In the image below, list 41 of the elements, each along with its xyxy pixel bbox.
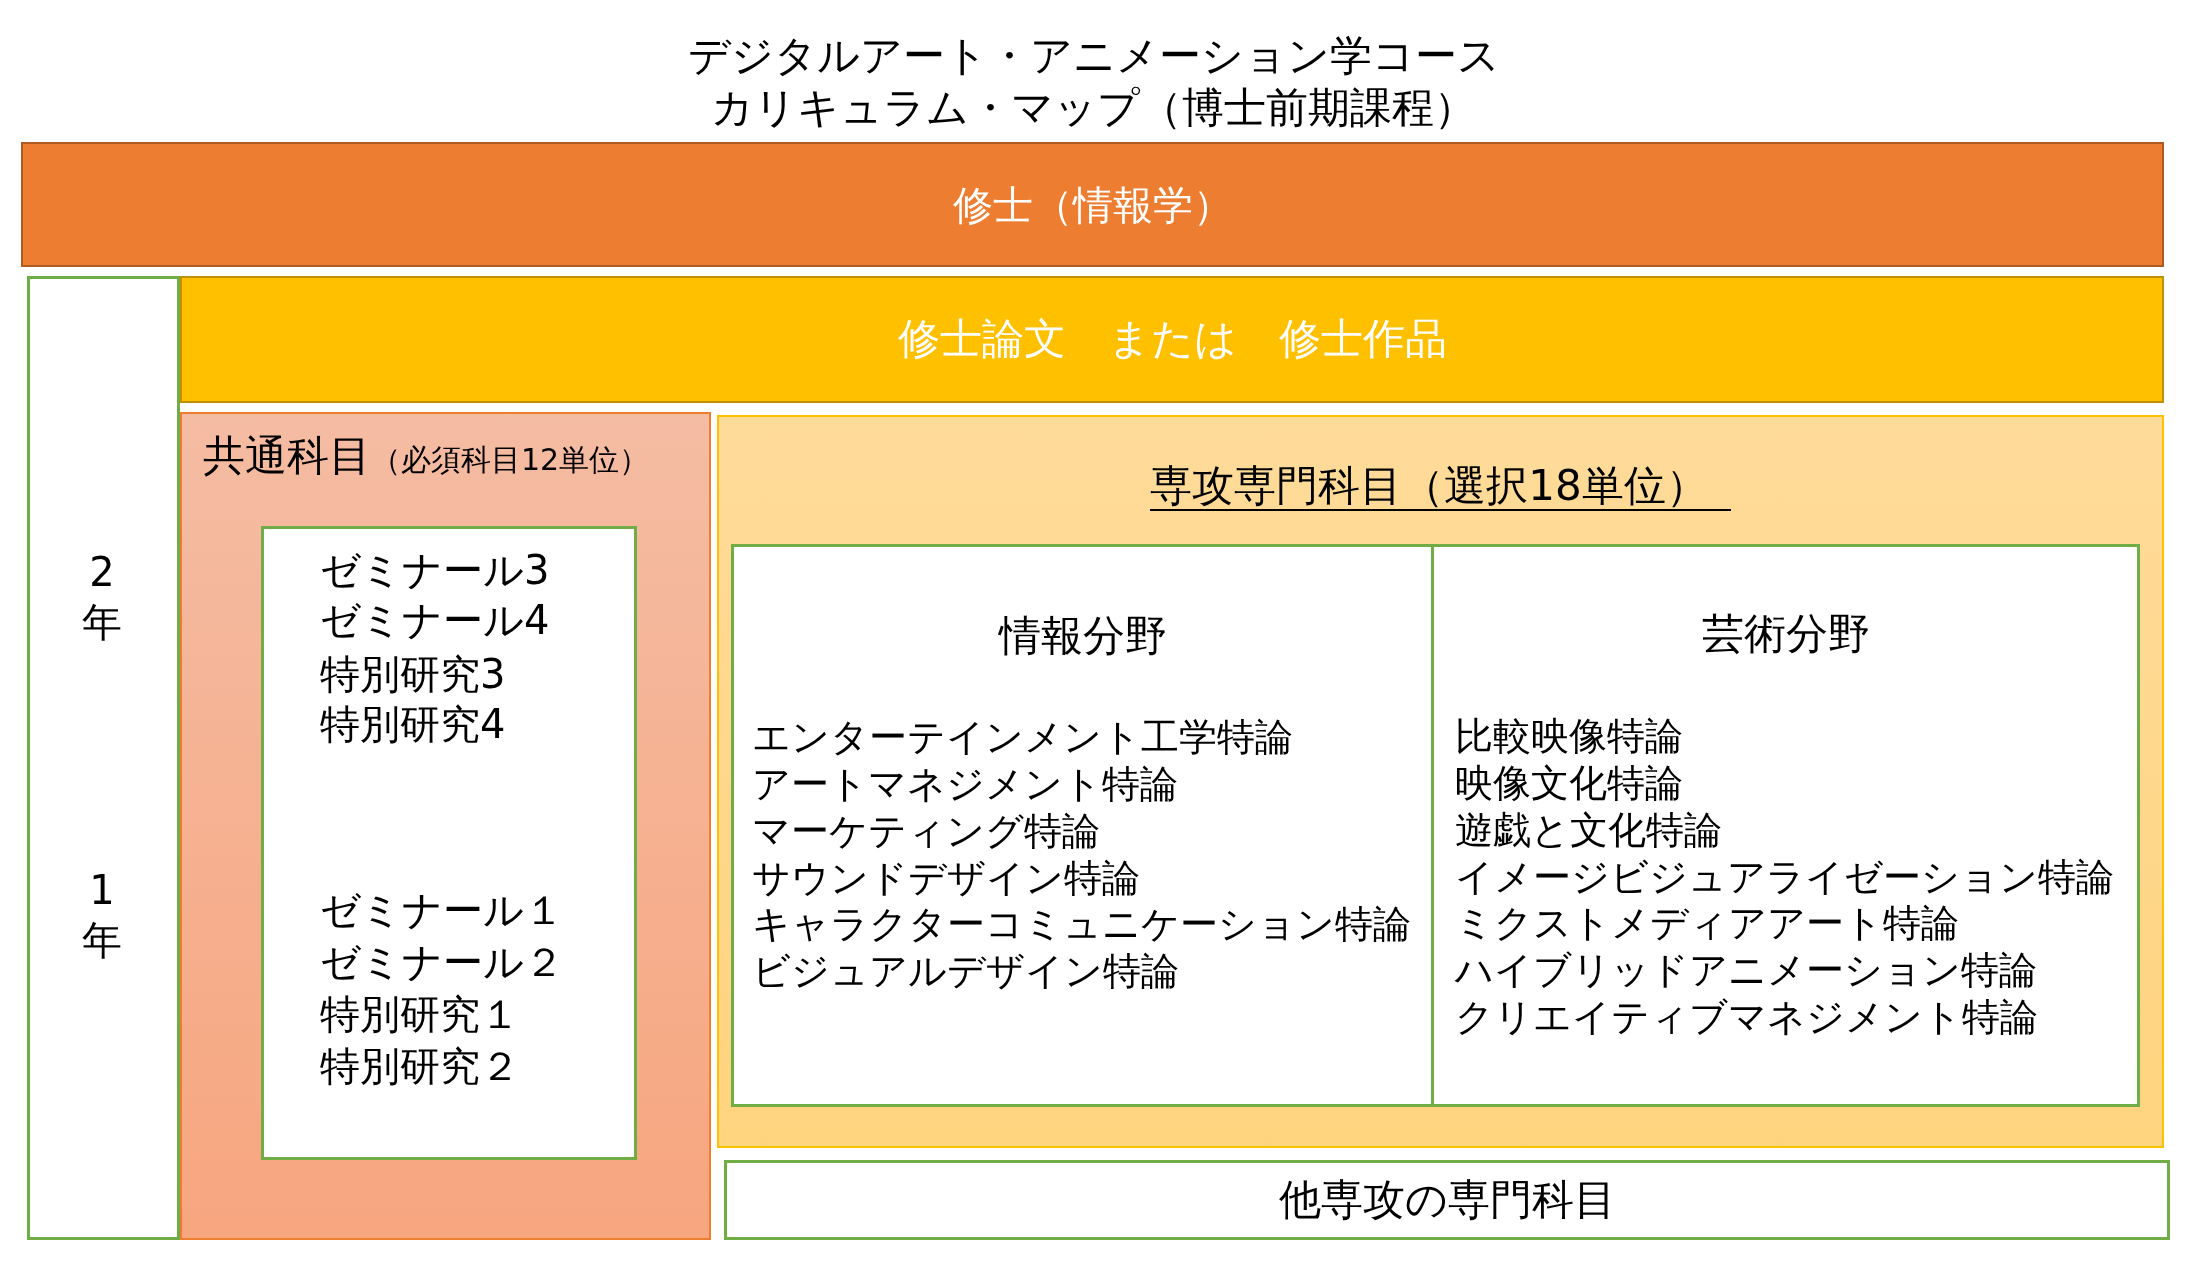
- box-label: 他専攻の専門科目: [1278, 1174, 1616, 1226]
- band-label: 修士（情報学）: [952, 180, 1233, 229]
- year-label: 1年: [81, 866, 123, 965]
- other-major-box: [724, 1160, 2170, 1240]
- course-name: エンターテインメント工学特論: [752, 715, 1293, 761]
- course-name: ミクストメディアアート特論: [1455, 901, 1959, 947]
- year-column: [27, 276, 180, 1240]
- credit-note: （必須科目12単位）: [371, 441, 650, 478]
- course-name: 特別研究3: [320, 650, 506, 698]
- course-name: サウンドデザイン特論: [752, 855, 1140, 902]
- course-name: 特別研究4: [320, 700, 506, 748]
- field-box: [1431, 544, 2140, 1107]
- course-name: 特別研究２: [320, 1042, 520, 1090]
- degree-band: [21, 142, 2164, 267]
- course-name: 特別研究１: [320, 990, 520, 1038]
- course-name: ハイブリッドアニメーション特論: [1455, 948, 2037, 994]
- panel-heading: 共通科目: [203, 430, 371, 482]
- course-name: クリエイティブマネジメント特論: [1455, 995, 2038, 1041]
- field-heading: 芸術分野: [1701, 608, 1870, 660]
- course-name: ゼミナール4: [320, 596, 550, 644]
- common-courses-panel: [180, 412, 711, 1240]
- year-label: 2年: [81, 548, 123, 647]
- course-name: ゼミナール3: [320, 546, 550, 594]
- major-courses-panel: [717, 415, 2164, 1148]
- title: デジタルアート・アニメーション学コースカリキュラム・マップ（博士前期課程）: [687, 30, 1501, 134]
- course-name: ビジュアルデザイン特論: [752, 949, 1179, 995]
- course-name: キャラクターコミュニケーション特論: [752, 902, 1411, 948]
- thesis-band: [180, 276, 2164, 403]
- course-name: 比較映像特論: [1455, 714, 1683, 760]
- course-name: 遊戯と文化特論: [1455, 807, 1722, 854]
- band-label: 修士論文 または 修士作品: [897, 314, 1447, 365]
- field-heading: 情報分野: [998, 610, 1167, 662]
- course-name: マーケティング特論: [752, 808, 1100, 855]
- course-name: ゼミナール１: [320, 886, 564, 934]
- course-name: イメージビジュアライゼーション特論: [1455, 854, 2114, 901]
- panel-heading: 専攻専門科目（選択18単位）: [1150, 462, 1731, 511]
- course-name: 映像文化特論: [1455, 761, 1683, 807]
- course-list-box: [261, 526, 637, 1160]
- course-name: ゼミナール２: [320, 938, 564, 986]
- field-box: [731, 544, 1434, 1107]
- course-name: アートマネジメント特論: [752, 762, 1178, 808]
